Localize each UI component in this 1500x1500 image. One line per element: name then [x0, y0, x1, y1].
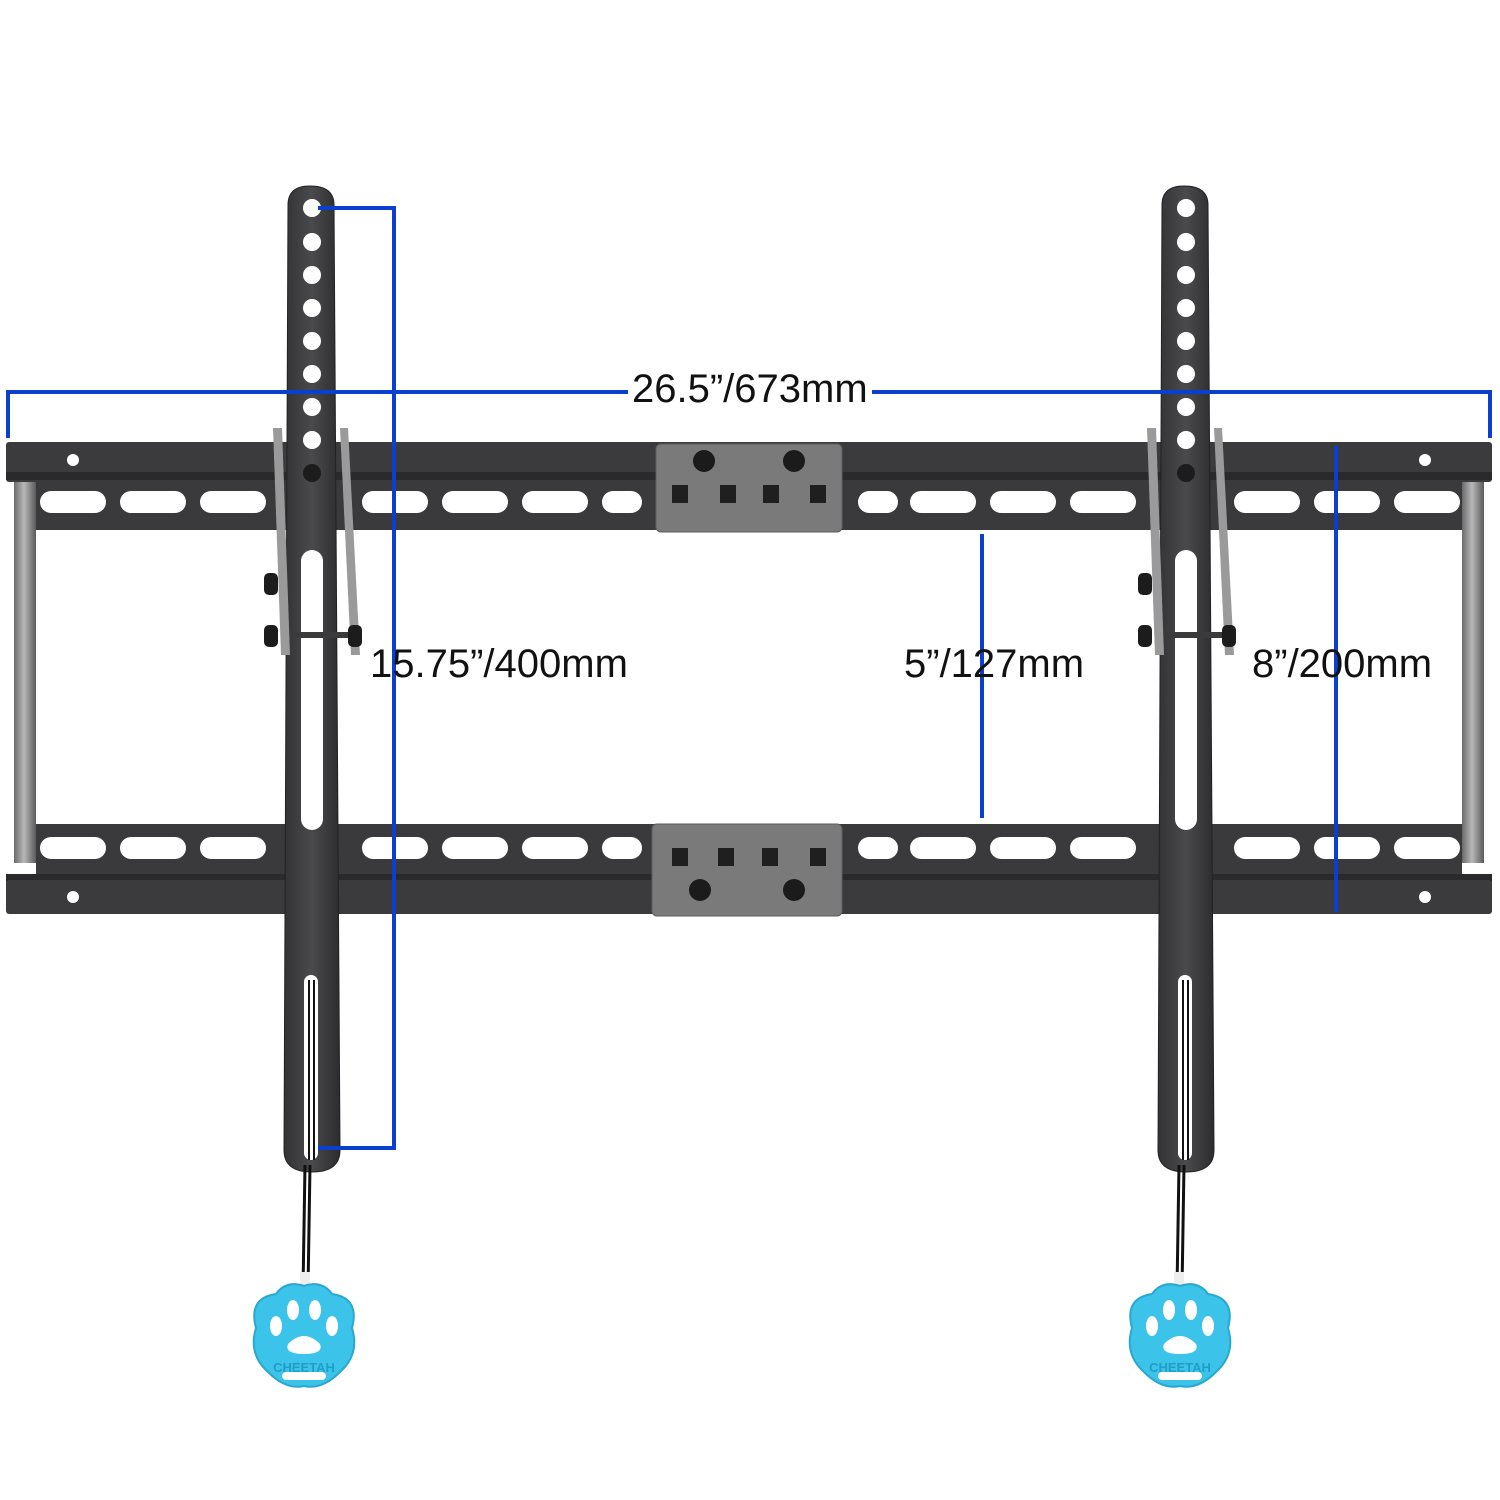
vesa-dimension-label: 15.75”/400mm: [370, 642, 628, 686]
bottom-center-plate: [651, 823, 843, 917]
left-paw-tag-icon[interactable]: [252, 1283, 356, 1388]
side-rods: [14, 478, 1484, 863]
vesa-dimension-line: [318, 206, 396, 1150]
right-tilt-arm: [1138, 185, 1236, 1173]
left-pull-cord[interactable]: [300, 1164, 312, 1291]
right-tag-text: CHEETAH: [1149, 1360, 1211, 1375]
top-center-plate: [655, 443, 843, 533]
left-tilt-arm: [264, 185, 362, 1173]
width-dimension-label: 26.5”/673mm: [628, 366, 872, 412]
rail-gap-dimension-label: 5”/127mm: [904, 642, 1085, 686]
left-tag-text: CHEETAH: [273, 1360, 335, 1375]
rail-height-dimension-label: 8”/200mm: [1252, 642, 1433, 686]
right-pull-cord[interactable]: [1174, 1164, 1186, 1291]
right-paw-tag-icon[interactable]: [1128, 1283, 1232, 1388]
